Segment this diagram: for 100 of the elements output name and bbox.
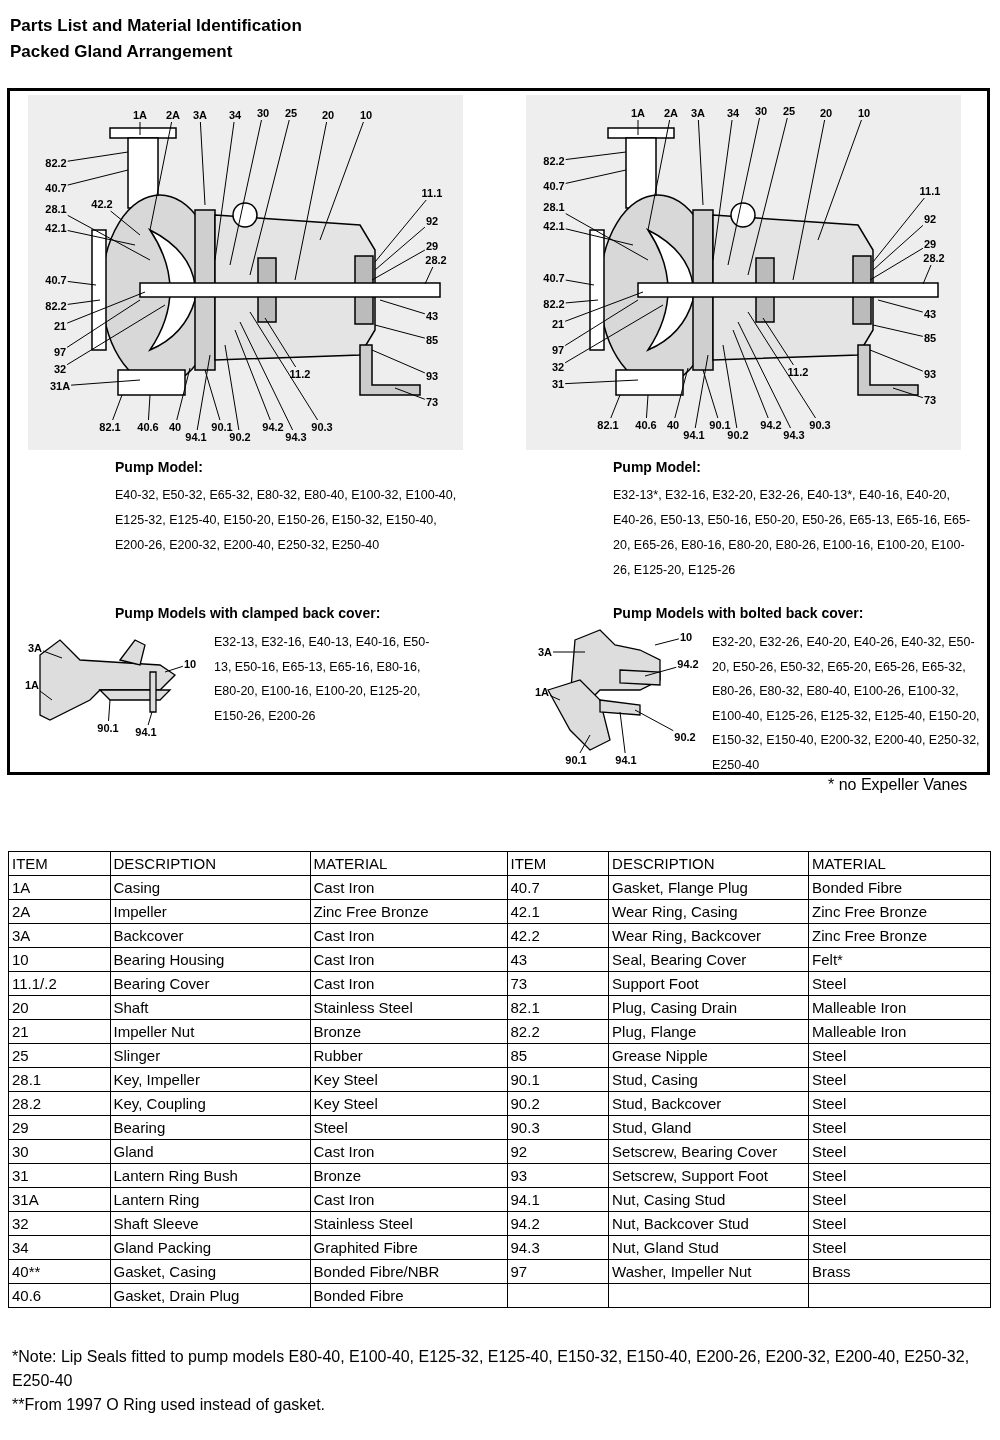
leader-line <box>634 709 674 732</box>
leader-line <box>164 665 184 673</box>
leader-line <box>565 299 599 304</box>
part-description: Stud, Casing <box>612 1071 698 1088</box>
callout-number: 82.2 <box>45 157 67 169</box>
leader-line <box>371 249 426 281</box>
leader-line <box>249 119 290 276</box>
leader-line <box>112 394 123 421</box>
leader-line <box>727 117 760 266</box>
item-number: 92 <box>510 1143 528 1160</box>
leader-line <box>702 369 719 419</box>
callout-number: 94.1 <box>683 429 705 441</box>
material-name: Steel <box>812 1047 847 1064</box>
item-number: 73 <box>510 975 528 992</box>
part-description: Nut, Gland Stud <box>612 1239 719 1256</box>
leader-line <box>229 119 262 266</box>
material-name: Bronze <box>313 1023 362 1040</box>
subtitle: Packed Gland Arrangement <box>10 42 233 62</box>
item-number: 40.7 <box>510 879 540 896</box>
leader-line <box>196 354 211 431</box>
part-description: Casing <box>113 879 161 896</box>
leader-line <box>147 394 151 421</box>
leader-line <box>199 121 206 206</box>
leader-line <box>374 324 426 339</box>
callout-number: 2A <box>165 109 181 121</box>
column-header: MATERIAL <box>313 855 388 872</box>
model-list: E32-13*, E32-16, E32-20, E32-26, E40-13*, E40-16, E40-20, E40-26, E50-13, E50-16, E50-20, E50-26, E65-13, E65-16, E65-20, E65-26, E80-16, E80-20, E80-26, E100-16, E100-20, E100-26, E125-20, E125-26 <box>613 483 978 583</box>
leader-line <box>66 304 166 366</box>
callout-number: 10 <box>857 107 871 119</box>
footnote: * no Expeller Vanes <box>828 776 968 794</box>
callout-number: 40.7 <box>543 180 565 192</box>
part-description: Seal, Bearing Cover <box>612 951 747 968</box>
callout-number: 94.2 <box>760 419 782 431</box>
material-name: Stainless Steel <box>313 999 413 1016</box>
leader-line <box>732 329 769 419</box>
callout-number: 94.3 <box>783 429 805 441</box>
part-description: Plug, Flange <box>612 1023 697 1040</box>
leader-line <box>176 367 191 421</box>
leader-line <box>70 379 141 386</box>
item-number: 20 <box>12 999 29 1016</box>
column-header: MATERIAL <box>812 855 886 872</box>
material-name: Key Steel <box>313 1095 378 1112</box>
leader-line <box>204 369 221 421</box>
leader-line <box>869 349 924 372</box>
leader-line <box>564 379 639 385</box>
part-description: Nut, Casing Stud <box>612 1191 726 1208</box>
callout-number: 82.1 <box>99 421 121 433</box>
callout-number: 1A <box>24 679 40 691</box>
model-list: E32-20, E32-26, E40-20, E40-26, E40-32, E50-20, E50-26, E50-32, E65-20, E65-26, E65-32, E80-26, E80-32, E80-40, E100-26, E100-32, E100-40, E125-26, E125-32, E125-40, E150-20, E150-32, E150-40, E200-32, E200-40, E250-32, E250-40 <box>712 630 982 778</box>
item-number: 90.1 <box>510 1071 540 1088</box>
item-number: 90.3 <box>510 1119 540 1136</box>
callout-number: 90.2 <box>727 429 749 441</box>
callout-number: 11.2 <box>787 366 809 378</box>
callout-number: 40 <box>666 419 680 431</box>
note: **From 1997 O Ring used instead of gasket. <box>12 1395 326 1415</box>
item-number: 40** <box>12 1263 41 1280</box>
callout-number: 32 <box>551 361 565 373</box>
callout-number: 1A <box>630 107 646 119</box>
callout-number: 97 <box>551 344 565 356</box>
part-description: Plug, Casing Drain <box>612 999 738 1016</box>
callout-number: 40.7 <box>45 182 67 194</box>
leader-line <box>239 321 294 431</box>
item-number: 90.2 <box>510 1095 540 1112</box>
leader-line <box>42 650 63 659</box>
material-name: Bonded Fibre <box>812 879 903 896</box>
material-name: Steel <box>812 1119 847 1136</box>
part-description: Wear Ring, Casing <box>612 903 738 920</box>
callout-number: 21 <box>551 318 565 330</box>
item-number: 2A <box>12 903 31 920</box>
leader-line <box>872 197 925 263</box>
material-name: Steel <box>812 1167 847 1184</box>
callout-number: 90.2 <box>229 431 251 443</box>
callout-number: 93 <box>923 368 937 380</box>
leader-line <box>424 266 434 285</box>
item-number: 21 <box>12 1023 29 1040</box>
note: *Note: Lip Seals fitted to pump models E80-40, E100-40, E125-32, E125-40, E150-32, E150-40, E200-26, E200-32, E200-40, E250-32, E250-40 <box>12 1347 971 1391</box>
leader-line <box>67 151 129 162</box>
part-description: Key, Coupling <box>113 1095 206 1112</box>
item-number: 85 <box>510 1047 528 1064</box>
item-number: 32 <box>12 1215 29 1232</box>
callout-number: 92 <box>425 215 439 227</box>
part-description: Shaft <box>113 999 149 1016</box>
title: Parts List and Material Identification <box>10 16 302 36</box>
item-number: 3A <box>12 927 31 944</box>
leader-line <box>694 354 709 429</box>
callout-number: 73 <box>425 396 439 408</box>
callout-number: 3A <box>192 109 208 121</box>
callout-number: 40 <box>168 421 182 433</box>
part-description: Setscrew, Support Foot <box>612 1167 768 1184</box>
part-description: Gland Packing <box>113 1239 212 1256</box>
callout-number: 93 <box>425 370 439 382</box>
leader-line <box>922 264 932 285</box>
callout-number: 73 <box>923 394 937 406</box>
leader-line <box>565 151 627 161</box>
item-number: 28.2 <box>12 1095 42 1112</box>
material-name: Steel <box>313 1119 348 1136</box>
leader-line <box>67 230 136 246</box>
material-name: Graphited Fibre <box>313 1239 418 1256</box>
leader-line <box>645 394 649 419</box>
item-number: 82.2 <box>510 1023 540 1040</box>
